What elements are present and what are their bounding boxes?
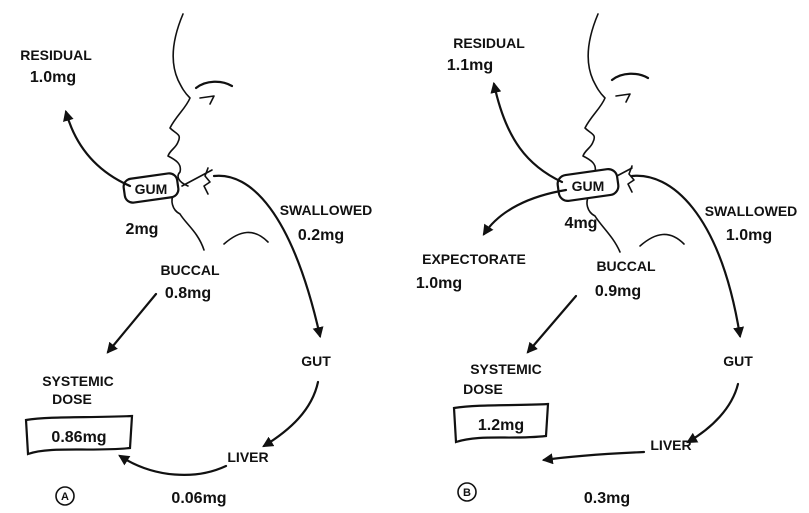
- face-profile-a: [168, 14, 268, 250]
- panel-marker-a: A: [61, 491, 69, 503]
- gut-label-a: GUT: [301, 353, 331, 369]
- arrow-buccal-a: [108, 294, 156, 352]
- gum-b: GUM: [556, 168, 619, 202]
- expectorate-value-b: 1.0mg: [416, 275, 462, 292]
- residual-value-a: 1.0mg: [30, 69, 76, 86]
- gum-a: GUM: [123, 172, 180, 203]
- gut-label-b: GUT: [723, 353, 753, 369]
- arrow-expectorate-b: [484, 190, 566, 234]
- arrow-liver-systemic-b: [544, 452, 644, 460]
- panel-a: GUM RESIDUAL 1.0mg 2mg SWALLOWED 0.2mg B…: [20, 14, 372, 507]
- face-profile-b: [583, 14, 684, 252]
- systemic-dose-value-b: 1.2mg: [478, 417, 524, 434]
- residual-label-b: RESIDUAL: [453, 35, 525, 51]
- arrow-gut-liver-b: [688, 384, 738, 442]
- panel-marker-b: B: [463, 487, 471, 499]
- expectorate-label-b: EXPECTORATE: [422, 251, 526, 267]
- systemic-label-a: SYSTEMIC: [42, 373, 114, 389]
- dose-label-b: DOSE: [463, 381, 503, 397]
- arrow-liver-systemic-a: [120, 456, 226, 475]
- systemic-label-b: SYSTEMIC: [470, 361, 542, 377]
- buccal-label-a: BUCCAL: [160, 262, 220, 278]
- systemic-dose-value-a: 0.86mg: [51, 429, 106, 446]
- swallowed-label-a: SWALLOWED: [280, 202, 373, 218]
- gum-dose-a: 2mg: [126, 221, 159, 238]
- arrow-swallowed-a: [214, 176, 320, 336]
- arrow-residual-b: [494, 84, 562, 182]
- buccal-label-b: BUCCAL: [596, 258, 656, 274]
- residual-value-b: 1.1mg: [447, 57, 493, 74]
- liver-flow-value-b: 0.3mg: [584, 490, 630, 507]
- arrow-gut-liver-a: [264, 382, 318, 446]
- dose-label-a: DOSE: [52, 391, 92, 407]
- liver-flow-value-a: 0.06mg: [171, 490, 226, 507]
- swallowed-value-a: 0.2mg: [298, 227, 344, 244]
- arrow-residual-a: [66, 112, 130, 186]
- gum-label-b: GUM: [572, 178, 605, 194]
- arrow-swallowed-b: [632, 176, 740, 336]
- liver-label-a: LIVER: [227, 449, 268, 465]
- liver-label-b: LIVER: [650, 437, 691, 453]
- gum-dose-b: 4mg: [565, 215, 598, 232]
- arrow-buccal-b: [528, 296, 576, 352]
- swallowed-label-b: SWALLOWED: [705, 203, 798, 219]
- buccal-value-b: 0.9mg: [595, 283, 641, 300]
- panel-b: GUM RESIDUAL 1.1mg 4mg EXPECTORATE 1.0mg…: [416, 14, 797, 507]
- gum-label-a: GUM: [135, 181, 168, 197]
- buccal-value-a: 0.8mg: [165, 285, 211, 302]
- swallowed-value-b: 1.0mg: [726, 227, 772, 244]
- residual-label-a: RESIDUAL: [20, 47, 92, 63]
